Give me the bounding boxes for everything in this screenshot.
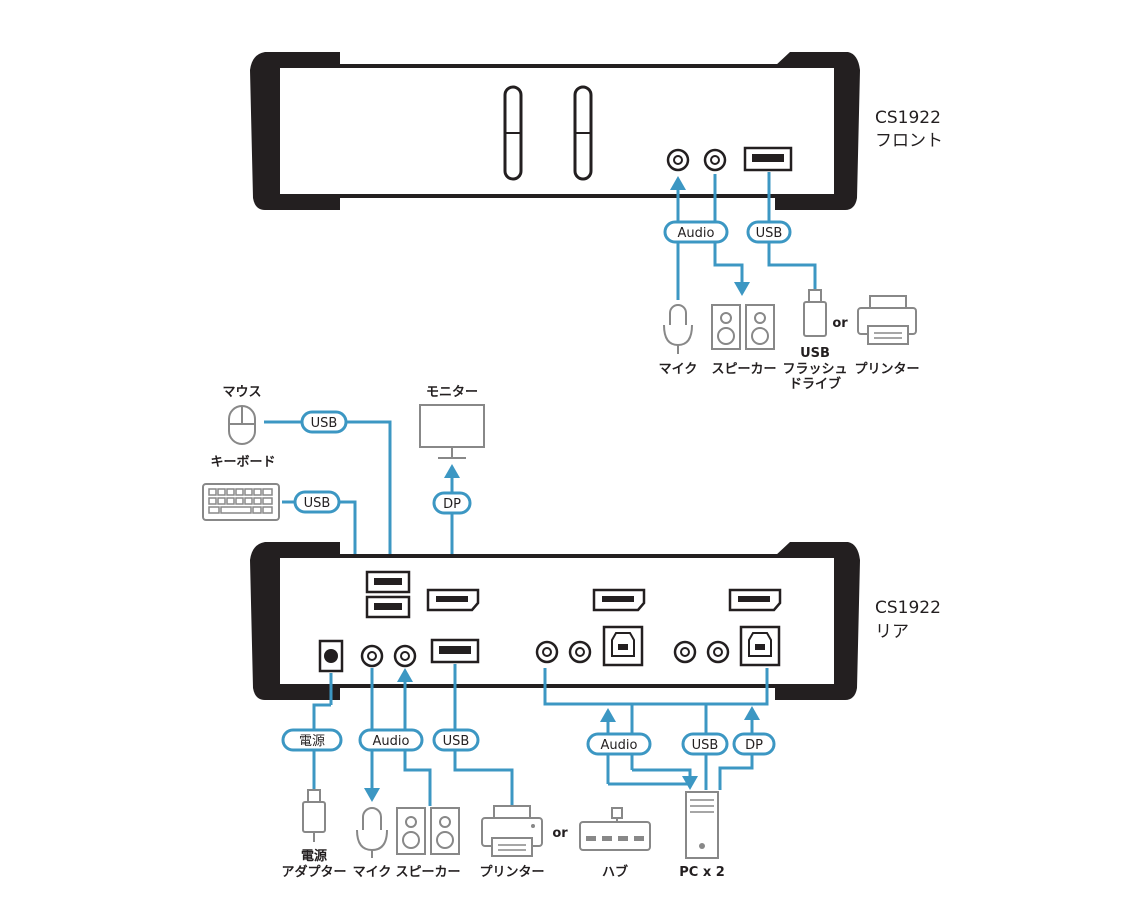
- microphone-icon: [663, 304, 693, 354]
- front-model-label: CS1922: [875, 108, 941, 128]
- pc-dp-pill: DP: [732, 732, 776, 756]
- usb-flash-drive-icon: [803, 289, 827, 337]
- monitor-icon: [419, 404, 485, 459]
- front-cables: [670, 172, 817, 300]
- mouse-usb-pill: USB: [300, 410, 348, 434]
- svg-text:USB: USB: [443, 734, 470, 749]
- speaker-rear-label: スピーカー: [395, 865, 460, 880]
- printer-rear-icon: [481, 805, 543, 857]
- rear-cables: [312, 664, 769, 806]
- power-adapter-label-1: 電源: [301, 848, 327, 864]
- hub-label: ハブ: [602, 864, 628, 880]
- mouse-label: マウス: [222, 385, 261, 400]
- rear-audio-pill: Audio: [358, 728, 424, 752]
- mouse-icon: [228, 405, 256, 445]
- mic-rear-label: マイク: [353, 865, 392, 880]
- printer-rear-label: プリンター: [479, 865, 544, 880]
- keyboard-usb-pill: USB: [293, 490, 341, 514]
- svg-text:USB: USB: [756, 226, 783, 241]
- or-rear: or: [552, 826, 568, 841]
- monitor-dp-pill: DP: [432, 491, 472, 515]
- rear-side-label: リア: [875, 622, 909, 642]
- power-adapter-label-2: アダプター: [281, 864, 346, 880]
- speaker-icon: [711, 304, 775, 350]
- front-side-label: フロント: [875, 131, 943, 151]
- svg-text:DP: DP: [745, 738, 763, 753]
- printer-front-icon: [857, 295, 917, 345]
- svg-text:Audio: Audio: [678, 226, 715, 241]
- power-adapter-icon: [302, 789, 326, 842]
- svg-text:USB: USB: [311, 416, 338, 431]
- front-unit: CS1922 フロント: [250, 52, 943, 210]
- usb-flash-label-2: フラッシュ: [782, 362, 847, 377]
- svg-text:USB: USB: [304, 496, 331, 511]
- rear-usb-pill: USB: [432, 728, 480, 752]
- rear-unit: CS1922 リア: [250, 542, 941, 700]
- microphone-rear-icon: [356, 807, 388, 858]
- keyboard-icon: [202, 483, 280, 521]
- svg-text:Audio: Audio: [601, 738, 638, 753]
- speaker-front-label: スピーカー: [711, 362, 776, 377]
- front-audio-pill: Audio: [663, 220, 729, 244]
- svg-text:USB: USB: [692, 738, 719, 753]
- usb-flash-label-3: ドライブ: [789, 376, 841, 392]
- front-usb-pill: USB: [746, 220, 792, 244]
- pc-label: PC x 2: [679, 865, 725, 880]
- pc-audio-pill: Audio: [586, 732, 652, 756]
- usb-hub-icon: [579, 807, 651, 851]
- svg-text:Audio: Audio: [373, 734, 410, 749]
- usb-flash-label-1: USB: [800, 346, 830, 361]
- keyboard-label: キーボード: [210, 454, 275, 470]
- or-front: or: [832, 316, 848, 331]
- power-pill: 電源: [281, 728, 343, 752]
- monitor-label: モニター: [426, 385, 478, 400]
- mic-front-label: マイク: [659, 362, 698, 377]
- svg-text:DP: DP: [443, 497, 461, 512]
- svg-text:電源: 電源: [299, 734, 325, 749]
- speaker-rear-icon: [396, 807, 460, 855]
- pc-usb-pill: USB: [681, 732, 729, 756]
- rear-model-label: CS1922: [875, 598, 941, 618]
- printer-front-label: プリンター: [854, 362, 919, 377]
- pc-tower-icon: [685, 791, 719, 859]
